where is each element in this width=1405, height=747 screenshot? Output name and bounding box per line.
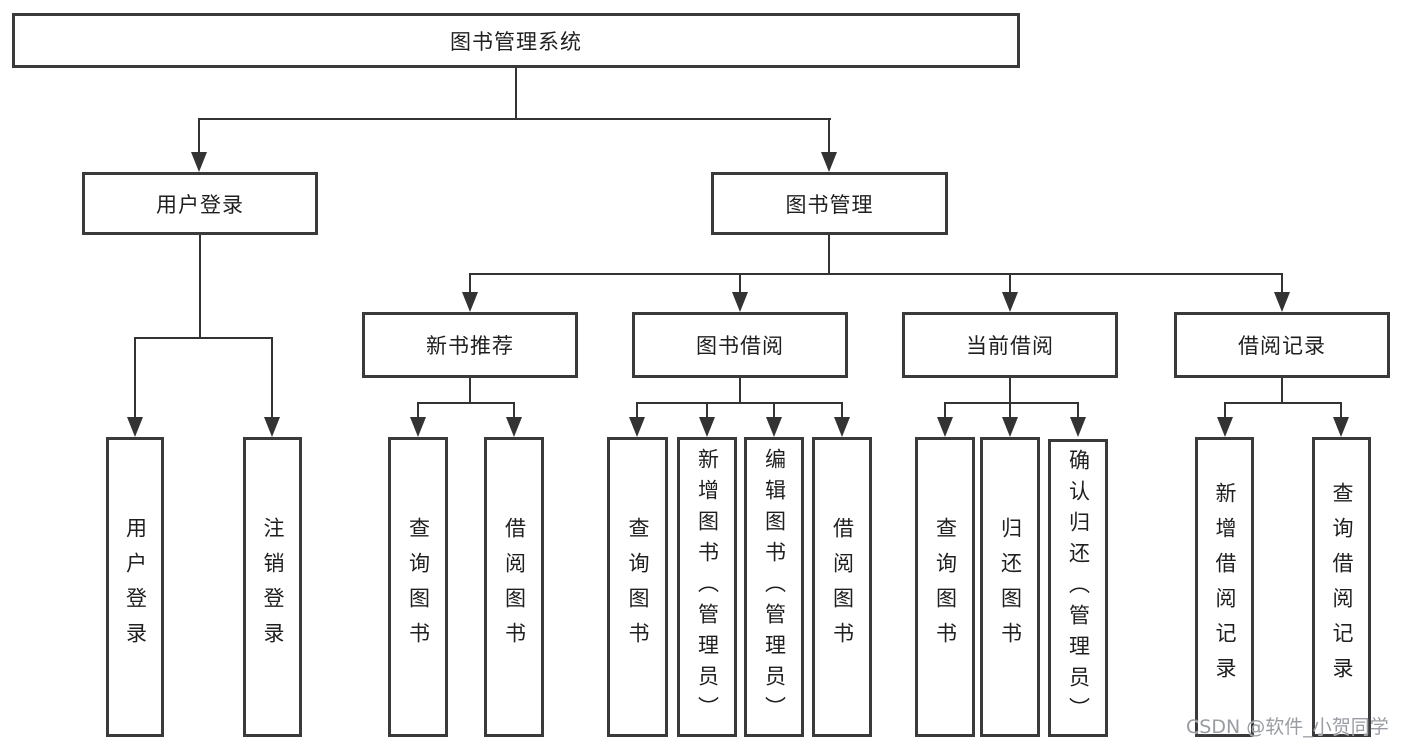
connector-line (134, 337, 273, 339)
arrow-down-icon (766, 417, 782, 437)
connector-line (739, 378, 741, 404)
node-label: 用户登录 (123, 517, 148, 657)
connector-line (134, 337, 136, 419)
connector-line (841, 402, 843, 419)
node-label: 新增图书（管理员） (695, 447, 720, 727)
leaf-query-books-recommend: 查询图书 (388, 437, 448, 737)
arrow-down-icon (629, 417, 645, 437)
arrow-down-icon (1070, 417, 1086, 437)
connector-line (515, 68, 517, 120)
connector-line (1009, 402, 1011, 419)
arrow-down-icon (462, 292, 478, 312)
connector-line (944, 402, 1079, 404)
node-label: 新书推荐 (426, 334, 514, 358)
leaf-query-books-current: 查询图书 (915, 437, 975, 737)
node-label: 查询借阅记录 (1330, 482, 1354, 692)
arrow-down-icon (821, 152, 837, 172)
connector-line (636, 402, 638, 419)
connector-line (828, 118, 830, 154)
leaf-logout: 注销登录 (243, 437, 302, 737)
connector-line (198, 118, 200, 154)
arrow-down-icon (699, 417, 715, 437)
arrow-down-icon (1002, 292, 1018, 312)
connector-line (1009, 378, 1011, 404)
connector-line (1340, 402, 1342, 419)
connector-line (706, 402, 708, 419)
connector-line (199, 235, 201, 339)
node-label: 确认归还（管理员） (1066, 448, 1091, 728)
node-label: 新增借阅记录 (1213, 482, 1237, 692)
node-label: 图书借阅 (696, 334, 784, 358)
connector-line (739, 273, 741, 294)
node-label: 图书管理系统 (450, 29, 582, 54)
leaf-borrow-books-recommend: 借阅图书 (484, 437, 544, 737)
arrow-down-icon (410, 417, 426, 437)
connector-line (513, 402, 515, 419)
node-label: 用户登录 (156, 192, 244, 217)
connector-line (417, 402, 515, 404)
arrow-down-icon (127, 417, 143, 437)
arrow-down-icon (937, 417, 953, 437)
node-book-management: 图书管理 (711, 172, 948, 235)
connector-line (1281, 273, 1283, 294)
connector-line (828, 235, 830, 275)
arrow-down-icon (834, 417, 850, 437)
node-label: 借阅图书 (502, 517, 527, 657)
leaf-add-borrow-record: 新增借阅记录 (1195, 437, 1254, 737)
arrow-down-icon (1274, 292, 1290, 312)
node-book-borrow: 图书借阅 (632, 312, 848, 378)
leaf-confirm-return-admin: 确认归还（管理员） (1048, 439, 1108, 737)
connector-line (636, 402, 843, 404)
leaf-edit-books-admin: 编辑图书（管理员） (744, 437, 804, 737)
connector-line (1077, 402, 1079, 419)
node-user-login: 用户登录 (82, 172, 318, 235)
arrow-down-icon (264, 417, 280, 437)
connector-line (1281, 378, 1283, 404)
arrow-down-icon (506, 417, 522, 437)
arrow-down-icon (1217, 417, 1233, 437)
node-label: 借阅图书 (830, 517, 855, 657)
leaf-return-books: 归还图书 (980, 437, 1040, 737)
node-label: 查询图书 (406, 517, 431, 657)
arrow-down-icon (1002, 417, 1018, 437)
connector-line (417, 402, 419, 419)
leaf-query-borrow-record: 查询借阅记录 (1312, 437, 1371, 737)
node-label: 查询图书 (933, 517, 958, 657)
connector-line (944, 402, 946, 419)
node-label: 归还图书 (998, 517, 1023, 657)
connector-line (1224, 402, 1342, 404)
csdn-watermark: CSDN @软件_小贺同学 (1186, 716, 1389, 738)
node-label: 借阅记录 (1238, 334, 1326, 358)
connector-line (773, 402, 775, 419)
connector-line (469, 273, 471, 294)
connector-line (1224, 402, 1226, 419)
arrow-down-icon (732, 292, 748, 312)
leaf-user-login: 用户登录 (106, 437, 164, 737)
arrow-down-icon (191, 152, 207, 172)
node-label: 图书管理 (785, 192, 874, 217)
connector-line (469, 378, 471, 404)
node-current-borrow: 当前借阅 (902, 312, 1118, 378)
connector-line (271, 337, 273, 419)
leaf-borrow-books: 借阅图书 (812, 437, 872, 737)
node-new-book-recommend: 新书推荐 (362, 312, 578, 378)
arrow-down-icon (1333, 417, 1349, 437)
node-label: 编辑图书（管理员） (762, 447, 787, 727)
leaf-add-books-admin: 新增图书（管理员） (677, 437, 737, 737)
node-label: 注销登录 (261, 517, 285, 657)
leaf-query-books-borrow: 查询图书 (607, 437, 668, 737)
node-borrow-records: 借阅记录 (1174, 312, 1390, 378)
connector-line (198, 118, 831, 120)
node-root-system: 图书管理系统 (12, 13, 1020, 68)
node-label: 查询图书 (626, 517, 650, 657)
node-label: 当前借阅 (966, 334, 1054, 358)
connector-line (469, 273, 1283, 275)
connector-line (1009, 273, 1011, 294)
